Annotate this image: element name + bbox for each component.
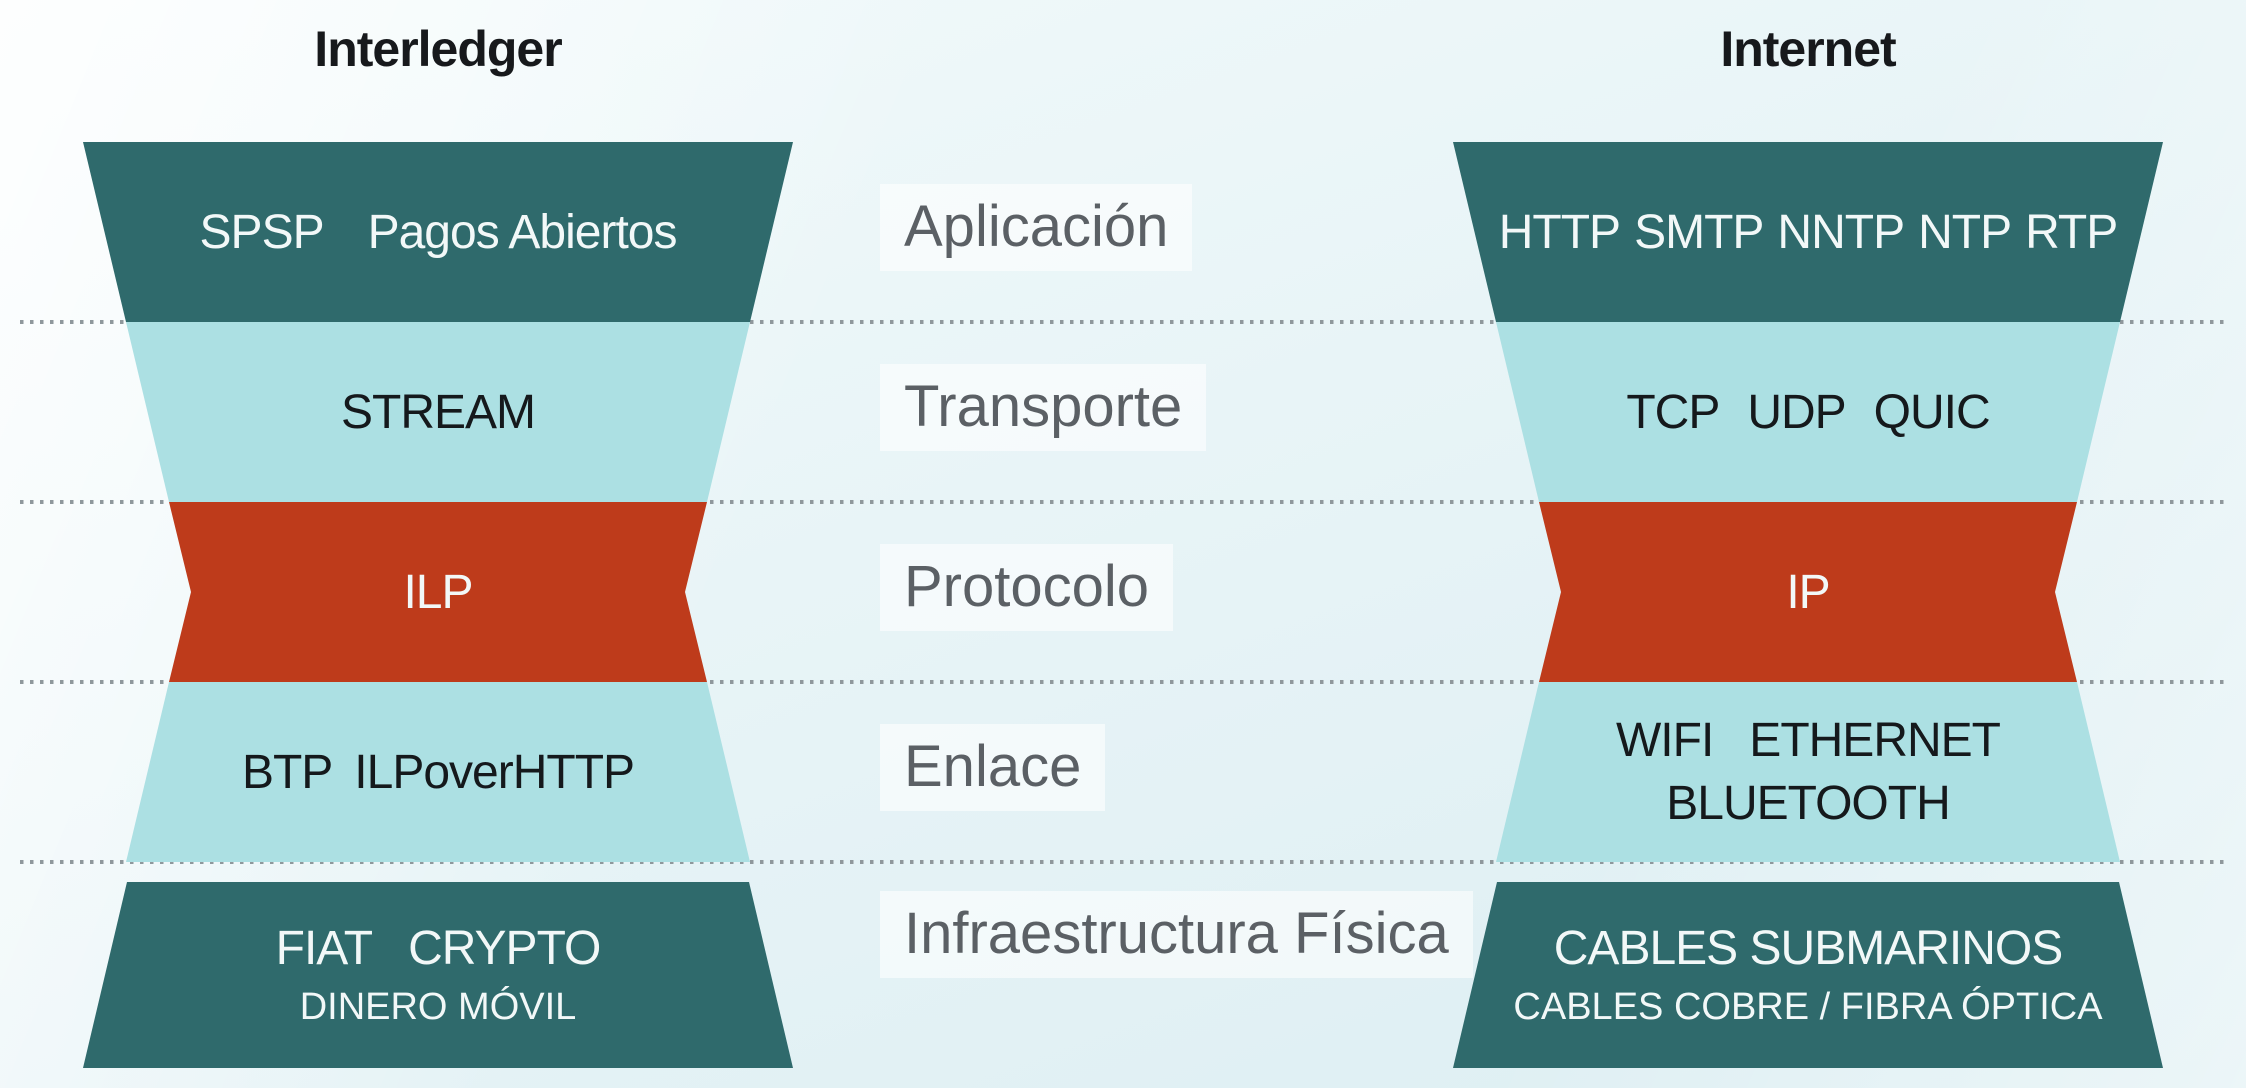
interledger-protocol-layer: ILP (83, 502, 793, 682)
protocol-item-tcp: TCP (1626, 385, 1720, 439)
protocol-item-ntp: NTP (1918, 205, 2012, 259)
interledger-title: Interledger (314, 21, 562, 77)
interledger-transport-layer: STREAM (83, 322, 793, 502)
protocol-item-ip: IP (1786, 565, 1830, 619)
protocol-item-stream: STREAM (340, 385, 535, 439)
internet-protocol-layer: IP (1453, 502, 2163, 682)
internet-application-items: HTTP SMTP NNTP NTP RTP (1499, 205, 2117, 260)
divider-line-transport-protocol (20, 500, 2230, 504)
protocol-item-ethernet: ETHERNET (1749, 714, 2000, 767)
protocol-item-pagos-abiertos: Pagos Abiertos (367, 205, 677, 259)
row-label-link: Enlace (880, 724, 1106, 811)
row-label-application: Aplicación (880, 184, 1193, 271)
internet-transport-items: TCP UDP QUIC (1626, 385, 1989, 440)
internet-stack: HTTP SMTP NNTP NTP RTP TCP UDP QUIC IP W… (1453, 142, 2163, 1068)
protocol-item-bluetooth: BLUETOOTH (1666, 777, 1950, 830)
physical-item-fiat: FIAT (275, 922, 373, 975)
interledger-application-items: SPSP Pagos Abiertos (200, 205, 677, 260)
interledger-application-layer: SPSP Pagos Abiertos (83, 142, 793, 322)
protocol-item-spsp: SPSP (199, 205, 324, 259)
physical-item-dinero-movil: DINERO MÓVIL (299, 986, 577, 1028)
protocol-item-ilp: ILP (403, 565, 473, 619)
protocol-item-http: HTTP (1498, 205, 1621, 259)
interledger-stack: SPSP Pagos Abiertos STREAM ILP BTP ILPov… (83, 142, 793, 1068)
physical-item-cables-submarinos: CABLES SUBMARINOS (1553, 922, 2063, 975)
row-label-protocol: Protocolo (880, 544, 1174, 631)
internet-application-layer: HTTP SMTP NNTP NTP RTP (1453, 142, 2163, 322)
protocol-item-quic: QUIC (1873, 385, 1990, 439)
internet-link-line1: WIFI ETHERNET (1616, 713, 2000, 768)
interledger-link-items: BTP ILPoverHTTP (242, 745, 634, 800)
interledger-physical-layer: FIAT CRYPTO DINERO MÓVIL (83, 882, 793, 1068)
divider-line-application-transport (20, 320, 2230, 324)
protocol-item-ilpoverhttp: ILPoverHTTP (354, 745, 635, 799)
physical-item-crypto: CRYPTO (408, 922, 601, 975)
internet-transport-layer: TCP UDP QUIC (1453, 322, 2163, 502)
row-label-physical: Infraestructura Física (880, 891, 1473, 978)
divider-line-protocol-link (20, 680, 2230, 684)
protocol-item-smtp: SMTP (1634, 205, 1764, 259)
internet-title: Internet (1720, 21, 1896, 77)
internet-physical-layer: CABLES SUBMARINOS CABLES COBRE / FIBRA Ó… (1453, 882, 2163, 1068)
protocol-item-rtp: RTP (2025, 205, 2118, 259)
protocol-item-wifi: WIFI (1616, 714, 1714, 767)
protocol-item-udp: UDP (1747, 385, 1846, 439)
divider-line-link-physical (20, 860, 2230, 864)
interledger-link-layer: BTP ILPoverHTTP (83, 682, 793, 862)
physical-item-cables-cobre-fibra: CABLES COBRE / FIBRA ÓPTICA (1513, 986, 2103, 1028)
interledger-physical-line1: FIAT CRYPTO (276, 921, 601, 976)
internet-link-layer: WIFI ETHERNET BLUETOOTH (1453, 682, 2163, 862)
row-label-transport: Transporte (880, 364, 1207, 451)
protocol-item-btp: BTP (241, 745, 333, 799)
protocol-item-nntp: NNTP (1777, 205, 1905, 259)
